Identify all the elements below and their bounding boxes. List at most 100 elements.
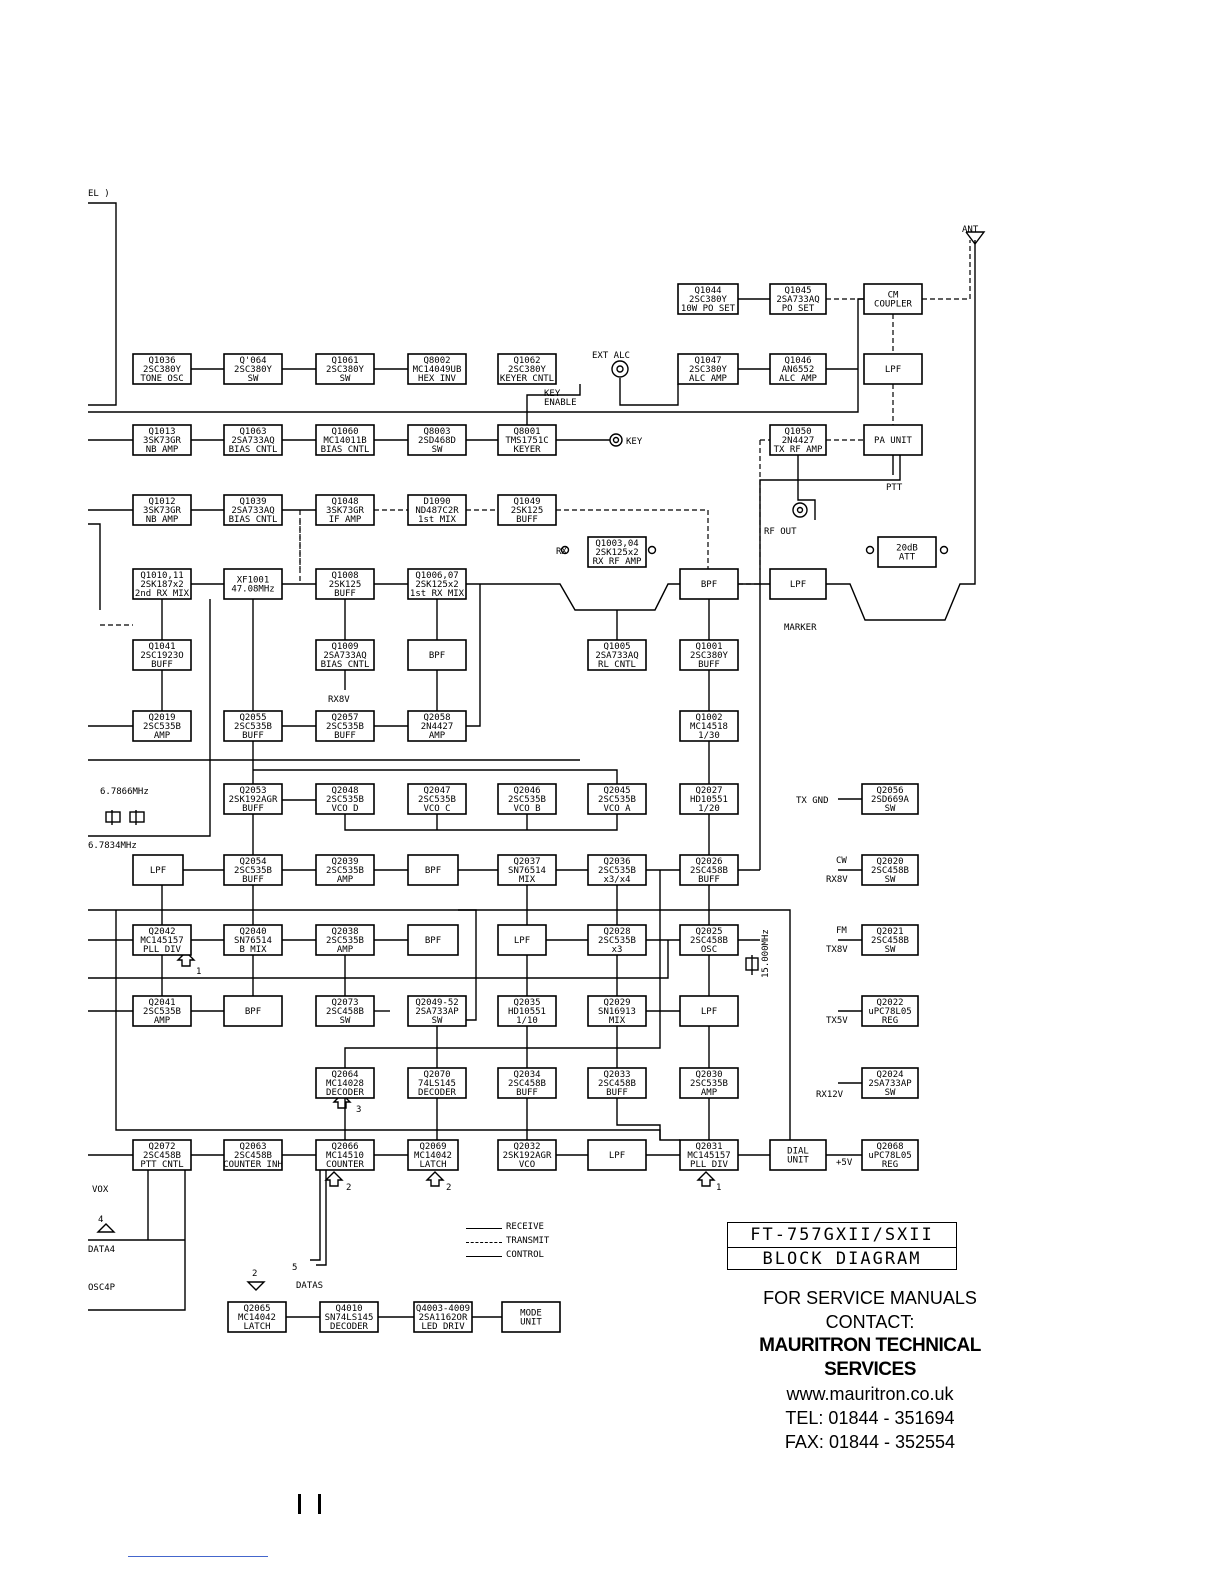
block-q4003-line-2: LED DRIV <box>421 1322 465 1332</box>
label-n2a: 2 <box>346 1183 351 1193</box>
block-bpf_2039: BPF <box>407 854 459 886</box>
block-q1009-line-2: BIAS CNTL <box>321 660 370 670</box>
block-q1064-line-2: SW <box>248 374 259 384</box>
block-q8001-line-0: Q8001 <box>513 427 540 437</box>
block-q1050-line-0: Q1050 <box>784 427 811 437</box>
diagram-title: BLOCK DIAGRAM <box>762 1249 922 1269</box>
label-n3: 3 <box>356 1105 361 1115</box>
block-q2029-line-1: SN16913 <box>598 1007 636 1017</box>
label-cw: CW <box>836 856 847 866</box>
diagram-mark-12 <box>129 811 145 823</box>
contact-line-1: FOR SERVICE MANUALS <box>763 1288 977 1308</box>
block-q1008-line-0: Q1008 <box>331 571 358 581</box>
label-n2b: 2 <box>446 1183 451 1193</box>
block-q4010-line-2: DECODER <box>330 1322 369 1332</box>
block-q2038-line-0: Q2038 <box>331 927 358 937</box>
diagram-mark-8 <box>647 545 657 555</box>
block-q2057-line-1: 2SC535B <box>326 722 364 732</box>
block-lpf_2032-line-0: LPF <box>609 1151 625 1161</box>
label-key: KEY <box>626 437 643 447</box>
block-q2033-line-0: Q2033 <box>603 1070 630 1080</box>
block-q1045-line-0: Q1045 <box>784 286 811 296</box>
block-q2065-line-0: Q2065 <box>243 1304 270 1314</box>
wire-65 <box>344 814 618 831</box>
block-q1046-line-2: ALC AMP <box>779 374 818 384</box>
block-q2073-line-0: Q2073 <box>331 998 358 1008</box>
block-lpf_ant-line-0: LPF <box>885 365 901 375</box>
block-dial-line-0: DIAL <box>787 1147 809 1157</box>
block-q2040-line-0: Q2040 <box>239 927 266 937</box>
block-q2035-line-1: HD10551 <box>508 1007 546 1017</box>
diagram-mark-19 <box>246 1281 266 1291</box>
block-q2033-line-2: BUFF <box>606 1088 628 1098</box>
label-vox: VOX <box>92 1185 109 1195</box>
footer-rule <box>128 1556 268 1557</box>
block-q8001-line-1: TMS1751C <box>505 436 548 446</box>
block-q8002-line-0: Q8002 <box>423 356 450 366</box>
block-q2029-line-0: Q2029 <box>603 998 630 1008</box>
block-q1060-line-0: Q1060 <box>331 427 358 437</box>
block-q2027-line-2: 1/20 <box>698 804 720 814</box>
block-bpf_1006-line-0: BPF <box>429 651 445 661</box>
block-q1010-line-0: Q1010,11 <box>140 571 183 581</box>
block-q1046-line-1: AN6552 <box>782 365 815 375</box>
label-rx: RX <box>556 547 567 557</box>
block-q8003-line-2: SW <box>432 445 443 455</box>
block-q2064-line-1: MC14028 <box>326 1079 364 1089</box>
diagram-mark-17 <box>425 1171 445 1187</box>
diagram-mark-21 <box>298 1494 301 1514</box>
block-q1064-line-0: Q'064 <box>239 356 266 366</box>
block-q1006-line-1: 2SK125x2 <box>415 580 458 590</box>
block-q2040-line-1: SN76514 <box>234 936 272 946</box>
block-mode-line-0: MODE <box>520 1309 542 1319</box>
block-q2048-line-1: 2SC535B <box>326 795 364 805</box>
block-q2025-line-1: 2SC458B <box>690 936 728 946</box>
diagram-mark-5 <box>796 506 804 514</box>
block-q1001-line-1: 2SC380Y <box>690 651 729 661</box>
block-bpf_2038: BPF <box>407 924 459 956</box>
block-cm-line-0: CM <box>888 291 899 301</box>
label-fm: FM <box>836 926 847 936</box>
block-q2035-line-2: 1/10 <box>516 1016 538 1026</box>
block-q2019-line-0: Q2019 <box>148 713 175 723</box>
website: www.mauritron.co.uk <box>786 1384 954 1404</box>
block-q2022-line-1: uPC78L05 <box>868 1007 911 1017</box>
block-q2056-line-2: SW <box>885 804 896 814</box>
block-q2070-line-2: DECODER <box>418 1088 457 1098</box>
block-q2047-line-2: VCO C <box>423 804 450 814</box>
block-q2047-line-1: 2SC535B <box>418 795 456 805</box>
wire-121 <box>88 1140 186 1311</box>
block-q2070-line-1: 74LS145 <box>418 1079 456 1089</box>
block-q2069-line-2: LATCH <box>419 1160 446 1170</box>
diagram-mark-4 <box>792 502 808 518</box>
block-q1048-line-2: IF AMP <box>329 515 362 525</box>
block-q1048-line-1: 3SK73GR <box>326 506 365 516</box>
diagram-mark-1 <box>616 365 624 373</box>
block-q2040-line-2: B MIX <box>239 945 267 955</box>
block-q2057-line-2: BUFF <box>334 731 356 741</box>
block-q2020-line-1: 2SC458B <box>871 866 909 876</box>
block-q1010-line-1: 2SK187x2 <box>140 580 183 590</box>
block-q2049-line-0: Q2049-52 <box>415 998 458 1008</box>
